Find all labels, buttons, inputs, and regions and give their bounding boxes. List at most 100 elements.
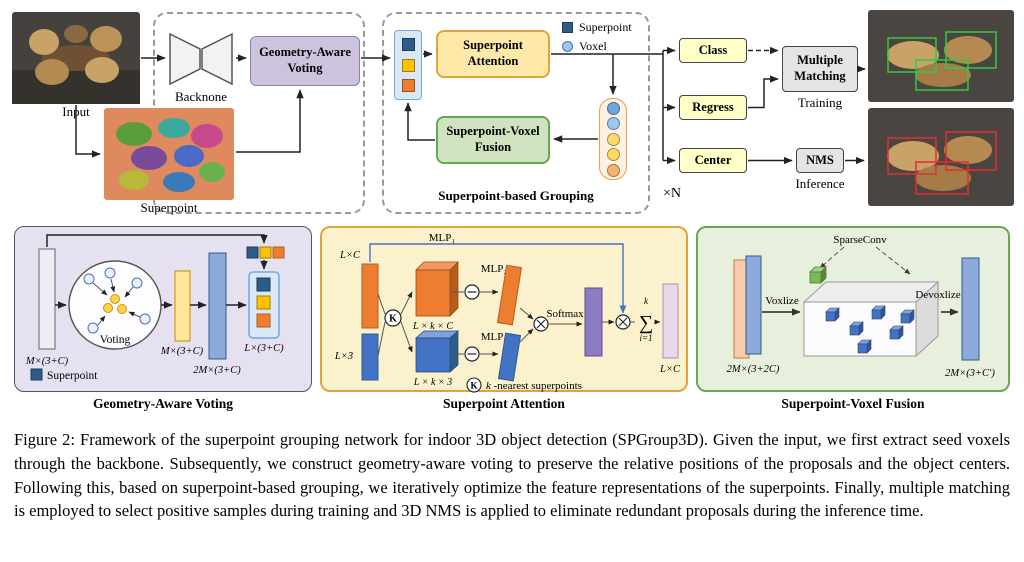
feature-square-blue [401, 38, 415, 52]
training-label: Training [797, 95, 843, 110]
voxel-features-bar [745, 255, 762, 355]
pred-bounding-box [915, 161, 969, 195]
multiple-matching-box: Multiple Matching [782, 46, 858, 92]
coords-bar-blue [361, 333, 379, 381]
voting-panel-diagram: Voting M×(3+C) M×(3+C) 2M×(3+C) L×(3 [25, 234, 285, 382]
dim-votes-label: M×(3+C) [160, 346, 204, 357]
voxel-circle [606, 117, 620, 130]
vote-arrow [92, 282, 108, 296]
gt-bounding-box [915, 59, 969, 91]
grouping-label: Superpoint-based Grouping [438, 188, 594, 203]
feature-square-yellow [256, 295, 271, 310]
dashed-arrow-sparseconv-right [875, 246, 911, 275]
segment-blob [174, 145, 204, 167]
nms-box: NMS [796, 148, 844, 173]
image-background [868, 10, 1014, 102]
decoder-shape [201, 32, 233, 86]
minus-circle-icon [464, 284, 480, 300]
k-legend-rest: -nearest superpoints [491, 380, 582, 392]
voxel-cubes [825, 305, 915, 354]
sparseconv-label: SparseConv [833, 234, 887, 246]
k-letter: K [389, 314, 397, 325]
voxel-feature-stack [599, 98, 627, 180]
nms-label: NMS [806, 152, 834, 167]
object-blob [944, 36, 992, 64]
voxel-grid-3d-box [802, 266, 940, 358]
sum-sigma: ∑ [639, 312, 653, 334]
mlp1-label: MLP₁ [429, 232, 456, 244]
attention-weights-bar [584, 287, 603, 357]
chair-blob [29, 29, 59, 55]
dim-lc-label: L×C [339, 250, 361, 261]
k-circle [384, 309, 402, 327]
dim-output-label: L×(3+C) [243, 343, 284, 354]
chair-blob [35, 59, 69, 85]
inference-label: Inference [795, 176, 845, 191]
voxel-circle [606, 101, 620, 115]
mlp2-output-bar [496, 264, 523, 326]
output-features-bar [662, 283, 679, 359]
voxel-circle [606, 148, 620, 161]
feature-square-orange [256, 313, 271, 328]
k-circle [466, 377, 482, 393]
summation-symbol: k ∑ i=1 [639, 296, 653, 343]
chair-blob [90, 26, 122, 52]
sparseconv-kernel-cube [809, 266, 827, 284]
class-head-box: Class [679, 38, 747, 63]
box-front [415, 337, 451, 373]
inference-result-image [868, 108, 1014, 206]
superpoint-feature-stack [394, 30, 422, 100]
geometry-aware-voting-box-label: Geometry-Aware Voting [259, 45, 351, 75]
legend-superpoint-label: Superpoint [579, 20, 632, 34]
gt-bounding-box [887, 37, 937, 73]
center-vote-dot [117, 304, 127, 314]
superpoint-node [131, 277, 143, 289]
k-letter: K [470, 381, 477, 391]
concat-bar [208, 252, 227, 360]
gt-bounding-box [945, 31, 997, 69]
backbone-icon [169, 32, 233, 86]
segment-blob [116, 122, 152, 146]
panel-legend: K k -nearest superpoints [466, 377, 582, 393]
superpoint-legend-icon [562, 22, 573, 33]
sum-upper: k [644, 296, 649, 306]
fused-features-bar [961, 257, 980, 361]
k-nearest-icon: K [466, 377, 482, 393]
multiple-matching-label: Multiple Matching [794, 53, 846, 83]
multiply-cross [536, 319, 546, 329]
dim-lkc-label: L × k × C [412, 321, 453, 332]
voting-panel: Voting M×(3+C) M×(3+C) 2M×(3+C) L×(3 [14, 226, 312, 392]
vote-arrow [128, 311, 141, 318]
superpoint-legend-icon [30, 368, 43, 381]
cube-front [809, 271, 822, 284]
segment-blob [163, 172, 195, 192]
legend-voxel-row: Voxel [562, 39, 632, 54]
output-square-stack [248, 271, 280, 339]
center-vote-dot [103, 303, 113, 313]
dim-l3-label: L×3 [334, 351, 353, 362]
object-blob [915, 165, 971, 191]
object-blob [887, 141, 939, 171]
regress-head-label: Regress [692, 99, 734, 114]
geometry-aware-voting-box: Geometry-Aware Voting [250, 36, 360, 86]
k-nearest-icon: K [384, 309, 402, 327]
feature-square-orange [401, 78, 415, 92]
center-head-label: Center [694, 152, 732, 167]
mlp2-label: MLP₂ [481, 263, 508, 275]
superpoint-node [87, 322, 99, 334]
superpoint-voxel-fusion-box-label: Superpoint-Voxel Fusion [446, 124, 540, 154]
segment-blob [119, 170, 149, 190]
dim-output-label: 2M×(3+C′) [945, 368, 995, 379]
lk3-3d-box [414, 330, 460, 373]
panel-legend: Superpoint [30, 368, 98, 382]
figure-caption: Figure 2: Framework of the superpoint gr… [14, 430, 1010, 521]
dim-output-label: L×C [659, 364, 681, 375]
object-blob [944, 136, 992, 164]
legend-voxel-label: Voxel [579, 39, 607, 53]
box-side [449, 330, 459, 373]
backbone-label: Backnone [175, 89, 227, 104]
k-legend-italic: k [486, 380, 492, 392]
repeat-n-label: ×N [662, 186, 681, 201]
superpoint-node [104, 267, 116, 279]
